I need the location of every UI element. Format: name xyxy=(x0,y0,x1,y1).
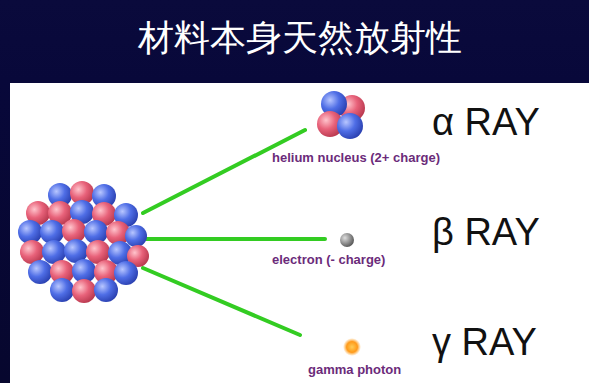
ray-label: γ RAY xyxy=(432,321,537,364)
electron-dot xyxy=(340,233,354,247)
ray-label: α RAY xyxy=(432,101,540,144)
helium-nucleus-icon xyxy=(317,91,365,139)
gamma-photon-dot xyxy=(343,338,361,356)
parent-nucleus xyxy=(18,181,149,303)
title: 材料本身天然放射性 xyxy=(138,14,462,63)
particle-label: helium nucleus (2+ charge) xyxy=(272,150,440,165)
particle-label: gamma photon xyxy=(308,362,401,377)
ray-label: β RAY xyxy=(432,211,540,254)
particle-label: electron (- charge) xyxy=(272,252,385,267)
